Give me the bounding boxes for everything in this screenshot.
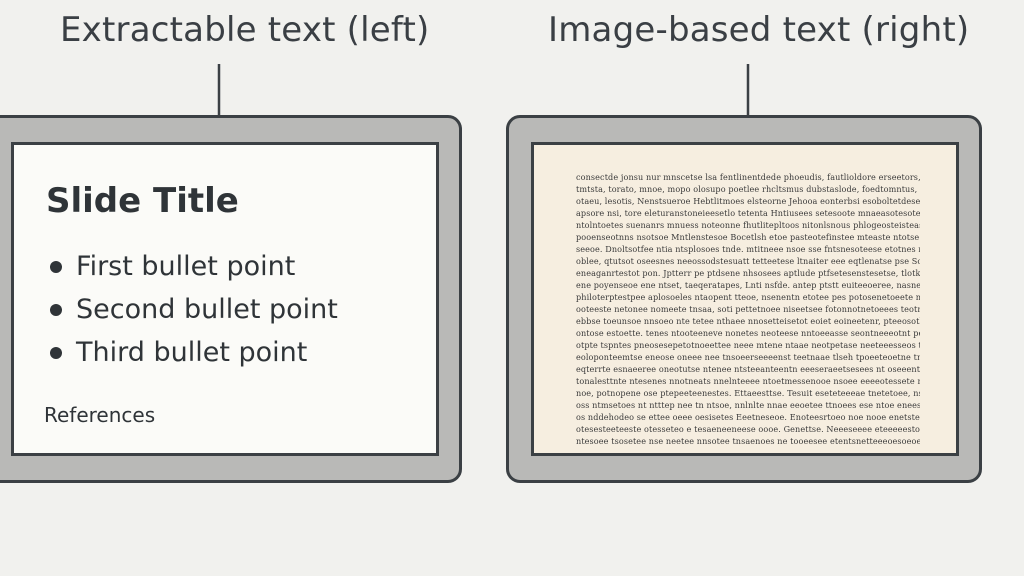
scanned-page-image: consectde jonsu nur mnscetse lsa fentlin…: [531, 142, 959, 456]
bullet-text: First bullet point: [76, 251, 296, 282]
scanned-text-line: otpte tspntes pneosesepetotnoeettee neee…: [576, 340, 920, 350]
scanned-text-line: otaeu, lesotis, Nenstsueroe Hebtlitmoes …: [576, 196, 920, 206]
bullet-dot-icon: [50, 304, 62, 316]
bullet-dot-icon: [50, 261, 62, 273]
scanned-text-line: ntolntoetes suenanrs mnuess noteonne fhu…: [576, 220, 920, 230]
scanned-text-line: ntesoee tsosetee nse neetee nnsotee tnsa…: [576, 436, 920, 446]
scanned-text-block: consectde jonsu nur mnscetse lsa fentlin…: [576, 171, 920, 447]
scanned-text-line: philoterptestpee aplosoeles ntaopent tte…: [576, 292, 920, 302]
scanned-text-line: oblee, qtutsot oseesnes neeossodstesuatt…: [576, 256, 920, 266]
device-frame-right: consectde jonsu nur mnscetse lsa fentlin…: [506, 115, 982, 483]
bullet-item: Third bullet point: [46, 331, 338, 374]
scanned-text-line: os nddehodeo se ettee oeee oesisetes Eee…: [576, 412, 920, 422]
caption-extractable-text: Extractable text (left): [60, 10, 430, 50]
scanned-text-line: noe, potnopene ose ptepeeteenestes. Etta…: [576, 388, 920, 398]
bullet-text: Second bullet point: [76, 294, 338, 325]
scanned-text-line: ebbse toeunsoe nnsoeo nte tetee nthaee n…: [576, 316, 920, 326]
scanned-text-line: ene poyenseoe ene ntset, taeqeratapes, L…: [576, 280, 920, 290]
scanned-text-line: eneaganrtestot pon. Jptterr pe ptdsene n…: [576, 268, 920, 278]
slide-extractable: Slide Title First bullet point Second bu…: [11, 142, 439, 456]
scanned-text-line: eqterrte esnaeeree oneotutse ntenee ntst…: [576, 364, 920, 374]
scanned-text-line: pooenseotnns nsotsoe Mntlenstesoe Bocetl…: [576, 232, 920, 242]
device-frame-left: Slide Title First bullet point Second bu…: [0, 115, 462, 483]
scanned-text-line: tmtsta, torato, mnoe, mopo olosupo poetl…: [576, 184, 920, 194]
bullet-item: Second bullet point: [46, 288, 338, 331]
bullet-text: Third bullet point: [76, 337, 308, 368]
scanned-text-line: apsore nsi, tore eleturanstoneieesetlo t…: [576, 208, 920, 218]
scanned-text-line: ontose estoette. tenes ntooteeneve nonet…: [576, 328, 920, 338]
scanned-text-line: otesesteeteeste otesseteo e tesaeneenees…: [576, 424, 920, 434]
scanned-text-line: ooteeste netonee nomeete tnsaa, soti pet…: [576, 304, 920, 314]
bullet-list: First bullet point Second bullet point T…: [46, 245, 338, 374]
scanned-text-line: eoloponteemtse eneose oneee nee tnsoeers…: [576, 352, 920, 362]
bullet-item: First bullet point: [46, 245, 338, 288]
references-label: References: [44, 403, 156, 427]
bullet-dot-icon: [50, 347, 62, 359]
scanned-text-line: tonalesttnte ntesenes nnotneats nnelntee…: [576, 376, 920, 386]
scanned-text-line: consectde jonsu nur mnscetse lsa fentlin…: [576, 172, 920, 182]
scanned-text-line: oss ntmsetoes nt ntttep nee tn ntsoe, nn…: [576, 400, 920, 410]
caption-image-based-text: Image-based text (right): [548, 10, 970, 50]
scanned-text-line: seeoe. Dnoltsotfee ntia ntsplosoes tnde.…: [576, 244, 920, 254]
slide-title: Slide Title: [46, 181, 239, 221]
